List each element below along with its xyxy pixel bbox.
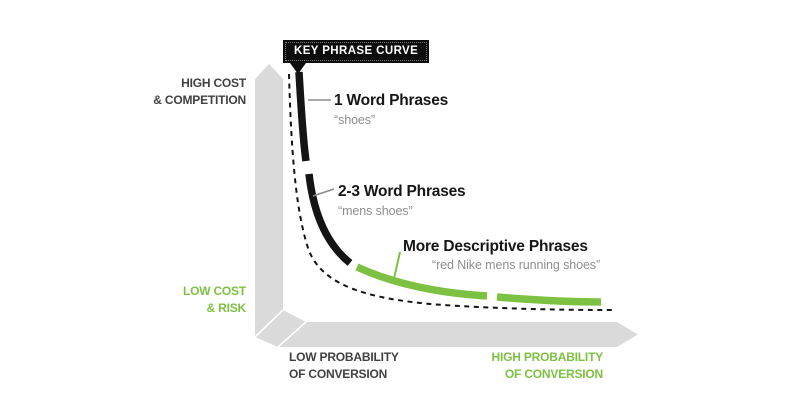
- annotation-1-word-phrases-example: “shoes”: [334, 113, 375, 127]
- connector-more-descriptive-phrases: [392, 251, 401, 284]
- curve-segment-green-1: [355, 263, 488, 300]
- curve-segment-black-2: [305, 173, 353, 266]
- axis-corner-seam-2: [277, 321, 307, 348]
- x-axis-right-label-line1: HIGH PROBABILITY: [491, 350, 604, 364]
- curve-segment-black-1: [295, 71, 310, 162]
- axes-arrow-shape: [255, 64, 638, 347]
- y-axis-top-label: HIGH COST & COMPETITION: [100, 75, 246, 109]
- curve-segment-green-2: [496, 293, 602, 306]
- dashed-curve: [288, 73, 613, 311]
- y-axis-top-label-line1: HIGH COST: [181, 76, 246, 90]
- title-badge-label: KEY PHRASE CURVE: [285, 42, 428, 61]
- annotation-2-3-word-phrases-title: 2-3 Word Phrases: [338, 183, 466, 200]
- x-axis-left-label-line1: LOW PROBABILITY: [289, 350, 399, 364]
- y-axis-bottom-label: LOW COST & RISK: [120, 283, 246, 317]
- connector-2-3-word-phrases: [312, 188, 335, 197]
- x-axis-left-label: LOW PROBABILITY OF CONVERSION: [289, 349, 399, 383]
- y-axis-top-label-line2: & COMPETITION: [153, 93, 246, 107]
- y-axis-bottom-label-line2: & RISK: [206, 301, 247, 315]
- badge-pointer-icon: [290, 63, 306, 74]
- y-axis-bottom-label-line1: LOW COST: [182, 284, 246, 298]
- annotation-1-word-phrases-title: 1 Word Phrases: [334, 92, 449, 109]
- annotation-more-descriptive-phrases-title: More Descriptive Phrases: [403, 238, 588, 255]
- title-badge: KEY PHRASE CURVE: [283, 40, 430, 74]
- axis-corner-seam-1: [254, 309, 284, 338]
- annotation-2-3-word-phrases-example: “mens shoes”: [338, 204, 413, 218]
- annotation-more-descriptive-phrases-example: “red Nike mens running shoes”: [432, 258, 601, 272]
- x-axis-left-label-line2: OF CONVERSION: [289, 367, 388, 381]
- x-axis-right-label: HIGH PROBABILITY OF CONVERSION: [430, 349, 604, 383]
- x-axis-right-label-line2: OF CONVERSION: [504, 367, 603, 381]
